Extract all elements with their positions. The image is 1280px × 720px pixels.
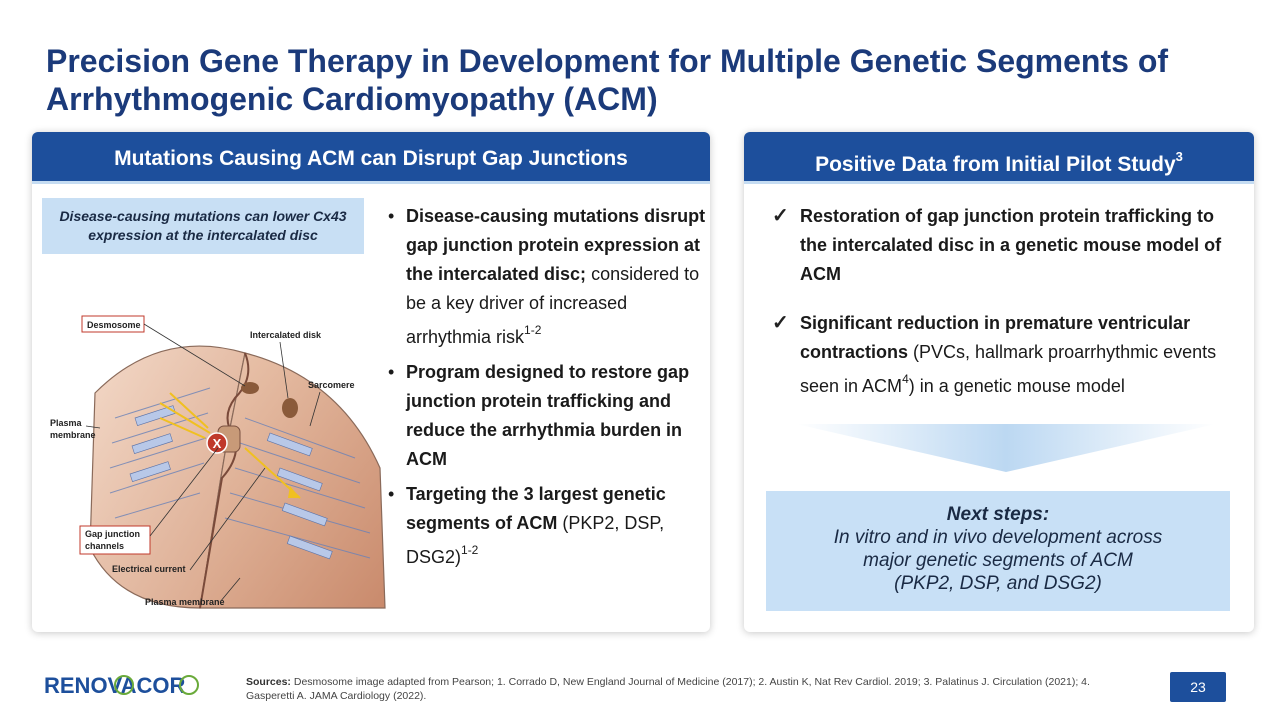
label-plasma-membrane-left-2: membrane	[50, 430, 96, 440]
slide-title: Precision Gene Therapy in Development fo…	[46, 43, 1169, 117]
label-plasma-membrane-bottom: Plasma membrane	[145, 597, 225, 607]
label-desmosome: Desmosome	[87, 320, 141, 330]
label-plasma-membrane-left: Plasma	[50, 418, 83, 428]
bullet-item: Program designed to restore gap junction…	[386, 358, 706, 474]
check-list: ✓ Restoration of gap junction protein tr…	[770, 202, 1240, 421]
sources-footnote: Sources: Desmosome image adapted from Pe…	[246, 676, 1090, 702]
next-steps-line: In vitro and in vivo development across	[833, 527, 1163, 548]
next-steps-title: Next steps:	[946, 504, 1050, 525]
x-mark-icon: X	[213, 436, 222, 451]
down-chevron-arrow-icon	[796, 424, 1216, 472]
next-steps-box: Next steps: In vitro and in vivo develop…	[766, 491, 1230, 611]
check-item: ✓ Significant reduction in premature ven…	[770, 309, 1240, 401]
left-panel: Mutations Causing ACM can Disrupt Gap Ju…	[32, 132, 710, 632]
label-sarcomere: Sarcomere	[308, 380, 355, 390]
renovacor-logo: RENOVACOR	[44, 673, 199, 698]
left-panel-header: Mutations Causing ACM can Disrupt Gap Ju…	[32, 132, 710, 184]
next-steps-line: major genetic segments of ACM	[863, 550, 1133, 571]
bullet-item: Disease-causing mutations disrupt gap ju…	[386, 202, 706, 352]
label-electrical-current: Electrical current	[112, 564, 186, 574]
label-gap-junction-2: channels	[85, 541, 124, 551]
check-icon: ✓	[772, 312, 789, 334]
left-bullet-list: Disease-causing mutations disrupt gap ju…	[386, 202, 706, 578]
bullet-item: Targeting the 3 largest genetic segments…	[386, 480, 706, 572]
label-intercalated-disk: Intercalated disk	[250, 330, 322, 340]
cardiomyocyte-diagram: X Desmosome Intercalated disk Sarcomere …	[50, 315, 386, 609]
check-item: ✓ Restoration of gap junction protein tr…	[770, 202, 1240, 289]
right-panel-header: Positive Data from Initial Pilot Study3	[744, 132, 1254, 184]
label-gap-junction: Gap junction	[85, 529, 140, 539]
next-steps-line: (PKP2, DSP, and DSG2)	[894, 573, 1102, 594]
check-icon: ✓	[772, 205, 789, 227]
right-panel: Positive Data from Initial Pilot Study3 …	[744, 132, 1254, 632]
page-number: 23	[1170, 672, 1226, 702]
callout-box: Disease-causing mutations can lower Cx43…	[42, 198, 364, 254]
